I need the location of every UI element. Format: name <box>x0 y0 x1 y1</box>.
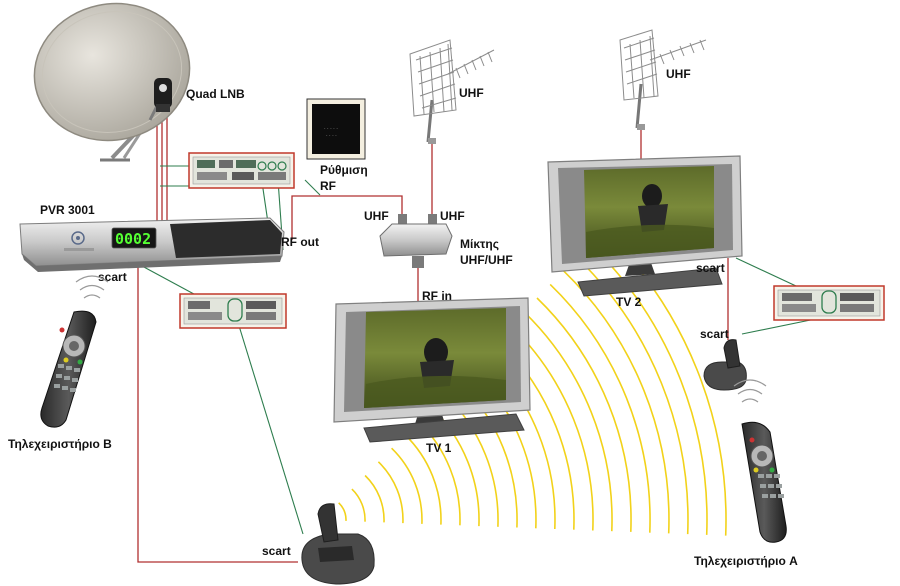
uhf-input-left-label: UHF <box>364 209 389 223</box>
signal-wave-arc <box>377 461 404 524</box>
signal-wave-arc <box>589 242 708 535</box>
rf-setting-label-line1: Ρύθμιση <box>320 163 368 177</box>
coax-cables <box>137 108 729 563</box>
wireless-sender-icon <box>301 503 375 585</box>
rf-out-label: RF out <box>281 235 319 249</box>
rf-in-label: RF in <box>422 289 452 303</box>
pvr-label: PVR 3001 <box>40 203 95 217</box>
signal-wave-arc <box>509 324 594 531</box>
uhf-input-right-label: UHF <box>440 209 465 223</box>
signal-wave-arc <box>523 311 613 532</box>
remote-icon-b <box>40 275 109 428</box>
svg-text:· · · · ·: · · · · · <box>324 126 338 132</box>
signal-wave-arc <box>364 474 385 523</box>
scart-receiver-label: scart <box>700 327 729 341</box>
connector-panel-top <box>188 152 295 189</box>
signal-wave-arc <box>562 270 670 534</box>
scart-sender-label: scart <box>262 544 291 558</box>
rf-setting-module: · · · · · · · · · <box>306 98 366 160</box>
tv1-label: TV 1 <box>426 441 452 455</box>
quad-lnb-label: Quad LNB <box>186 87 245 101</box>
signal-wave-arc <box>404 433 442 525</box>
scart-tv2-label: scart <box>696 261 725 275</box>
pvr-display: 0002 <box>115 230 151 248</box>
signal-wave-arc <box>549 283 651 533</box>
mixer-label-line1: Μίκτης <box>460 237 499 251</box>
remote-a-label: Τηλεχειριστήριο A <box>694 554 798 568</box>
signal-wave-arc <box>391 447 423 524</box>
satellite-dish-icon <box>33 2 191 162</box>
tv2-label: TV 2 <box>616 295 642 309</box>
scart-pvr-label: scart <box>98 270 127 284</box>
signal-wave-arc <box>338 502 347 521</box>
remote-icon-a <box>733 379 787 543</box>
rf-setting-label-line2: RF <box>320 179 336 193</box>
connector-panel-middle <box>179 293 287 329</box>
svg-text:· · · ·: · · · · <box>326 133 337 139</box>
signal-wave-arc <box>536 297 632 532</box>
tv-icon-2 <box>547 155 743 297</box>
connector-panel-right <box>773 285 885 321</box>
signal-wave-arc <box>351 488 366 522</box>
mixer-label-line2: UHF/UHF <box>460 253 513 267</box>
uhf-antenna-1-label: UHF <box>459 86 484 100</box>
tv-icon-1 <box>333 297 531 443</box>
uhf-antenna-2-label: UHF <box>666 67 691 81</box>
pvr-receiver: 0002 <box>19 217 285 272</box>
mixer-icon <box>379 214 453 268</box>
antenna-icon-2 <box>619 29 707 130</box>
antenna-icon-1 <box>409 39 495 144</box>
remote-b-label: Τηλεχειριστήριο B <box>8 437 112 451</box>
